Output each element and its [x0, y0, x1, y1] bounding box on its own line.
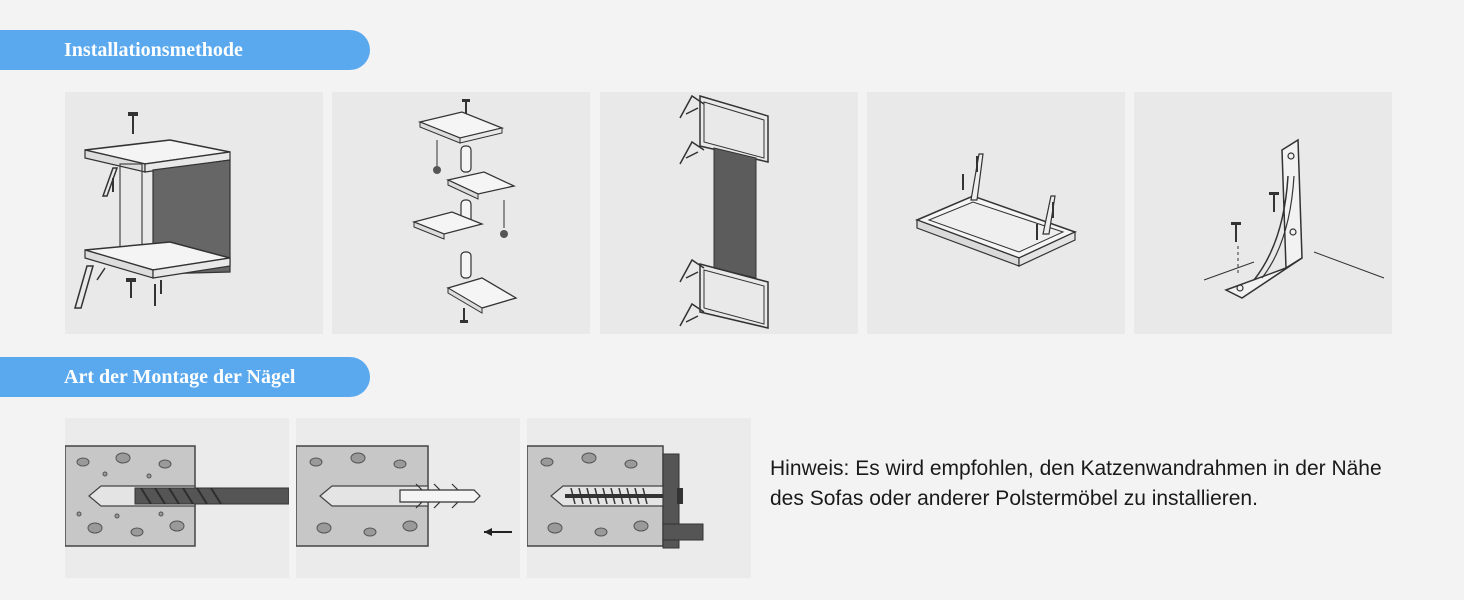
install-step-wall-panel-illustration	[600, 92, 858, 334]
nail-step-dowel-illustration	[296, 418, 520, 578]
section-header-nail-mounting: Art der Montage der Nägel	[0, 357, 370, 397]
install-step-shelf-brackets-illustration	[867, 92, 1125, 334]
section-header-installation: Installationsmethode	[0, 30, 370, 70]
install-step-single-bracket-illustration	[1134, 92, 1392, 334]
install-step-exploded-shelves-illustration	[332, 92, 590, 334]
install-step-box-shelf-illustration	[65, 92, 323, 334]
installation-note: Hinweis: Es wird empfohlen, den Katzenwa…	[770, 457, 1382, 510]
nail-step-screw-illustration	[527, 418, 751, 578]
nail-step-drill-illustration	[65, 418, 289, 578]
